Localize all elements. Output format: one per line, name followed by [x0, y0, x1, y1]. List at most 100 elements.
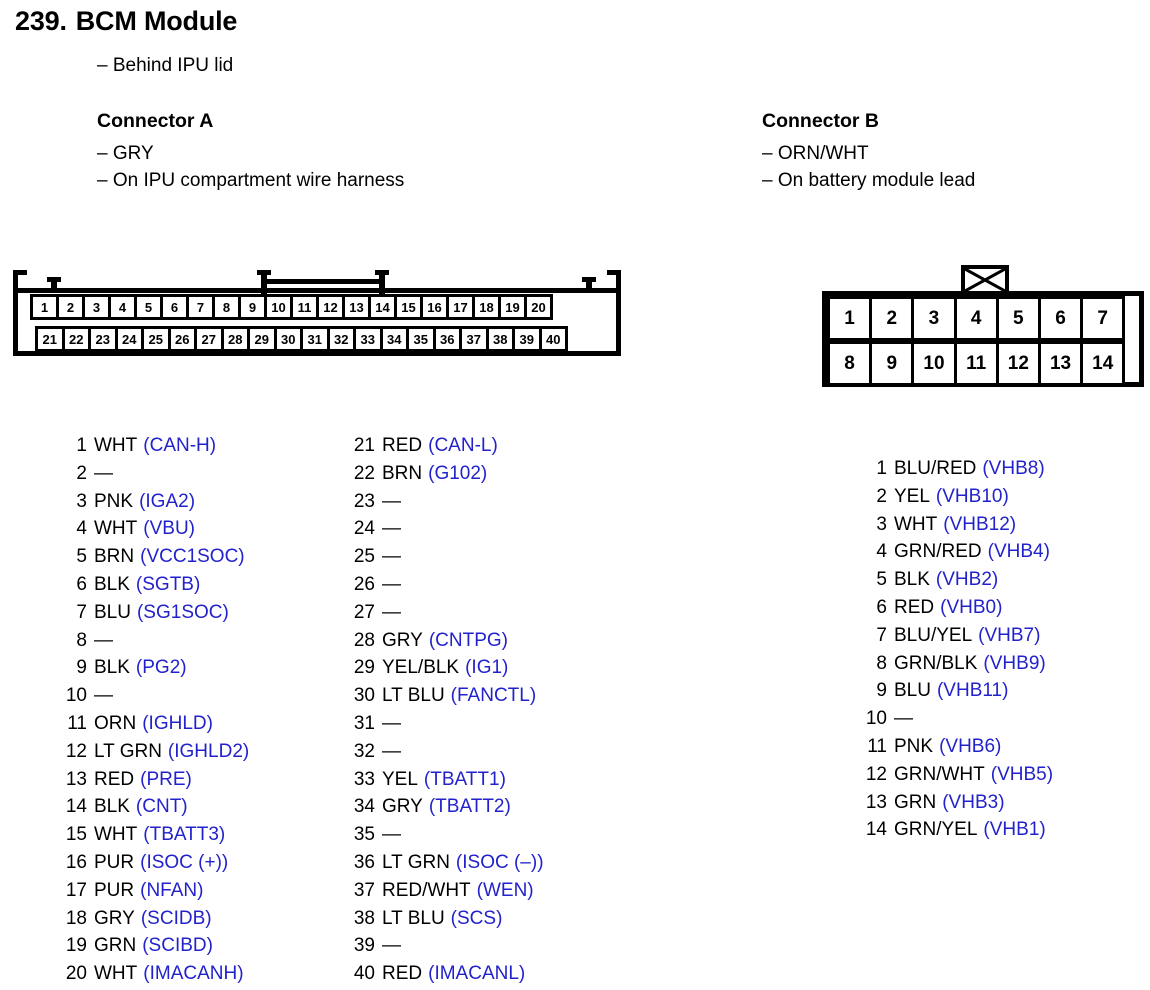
pin-number: 5 [876, 569, 887, 591]
pin-number: 38 [353, 907, 375, 929]
connector-a-right-tab-icon [586, 277, 592, 293]
pin-wire-color: BRN [382, 462, 423, 484]
pin-wire-color: RED [382, 963, 423, 985]
connector-b-pin-cell-8: 8 [827, 341, 873, 386]
pin-signal-name: (SCS) [450, 907, 503, 929]
pin-signal-name: (VBU) [143, 518, 195, 540]
pin-empty-dash: — [382, 935, 401, 957]
pin-empty-dash: — [94, 685, 113, 707]
pin-row-23: 23— [350, 488, 630, 516]
connector-a-pin-cell-29: 29 [247, 326, 277, 352]
connector-a-pin-cell-19: 19 [498, 294, 527, 320]
connector-a-pin-cell-30: 30 [273, 326, 303, 352]
pin-row-26: 26— [350, 571, 630, 599]
pin-number: 9 [76, 657, 87, 679]
connector-a-pin-cell-33: 33 [353, 326, 383, 352]
pin-wire-color: BLU [94, 601, 131, 623]
pin-row-9: 9 BLK(PG2) [62, 654, 342, 682]
connector-a-pin-cell-35: 35 [406, 326, 436, 352]
connector-a-pin-cell-39: 39 [512, 326, 542, 352]
pin-signal-name: (VHB5) [990, 763, 1054, 785]
pin-signal-name: (VHB11) [936, 680, 1009, 702]
pin-wire-color: YEL/BLK [382, 657, 460, 679]
pin-signal-name: (VHB12) [943, 513, 1017, 535]
pin-wire-color: YEL [382, 768, 418, 790]
pin-number: 6 [876, 596, 887, 618]
pin-signal-name: (PG2) [135, 657, 187, 679]
pin-wire-color: PNK [94, 490, 134, 512]
pin-wire-color: PNK [894, 735, 934, 757]
pin-wire-color: BLU/YEL [894, 624, 973, 646]
connector-a-pin-cell-3: 3 [82, 294, 111, 320]
pin-empty-dash: — [382, 712, 401, 734]
connector-b-pin-cell-7: 7 [1080, 296, 1126, 341]
pin-wire-color: GRN/RED [894, 541, 982, 563]
connector-a-left-wall-icon [13, 270, 18, 292]
pin-number: 10 [65, 685, 87, 707]
pin-wire-color: LT BLU [382, 907, 445, 929]
pin-number: 18 [65, 907, 87, 929]
connector-a-pin-cell-32: 32 [326, 326, 356, 352]
connector-b-pin-cell-11: 11 [953, 341, 999, 386]
pin-wire-color: RED [382, 435, 423, 456]
pin-number: 12 [65, 740, 87, 762]
pin-wire-color: GRY [382, 629, 423, 651]
pin-signal-name: (VHB7) [978, 624, 1041, 646]
pin-number: 19 [65, 935, 87, 957]
pin-wire-color: WHT [94, 824, 138, 846]
connector-a-pin-cell-22: 22 [61, 326, 91, 352]
pin-wire-color: GRY [94, 907, 135, 929]
connector-b-pin-cell-9: 9 [869, 341, 915, 386]
pin-wire-color: BLK [94, 657, 130, 679]
connector-a-pin-cell-24: 24 [114, 326, 144, 352]
connector-a-right-tab-cap-icon [582, 277, 596, 282]
pin-number: 29 [353, 657, 375, 679]
pin-empty-dash: — [94, 462, 113, 484]
pin-number: 9 [876, 680, 887, 702]
connector-a-latch-left-cap-icon [257, 270, 271, 275]
pin-empty-dash: — [382, 601, 401, 623]
pin-number: 2 [76, 462, 87, 484]
connector-a-pin-cell-7: 7 [186, 294, 215, 320]
pin-wire-color: ORN [94, 712, 137, 734]
pin-row-27: 27— [350, 599, 630, 627]
connector-b-bowtie-tab-icon [961, 265, 1009, 295]
pin-empty-dash: — [894, 708, 913, 730]
pin-wire-color: WHT [94, 963, 138, 985]
connector-a-pin-cell-13: 13 [342, 294, 371, 320]
connector-a-pin-cell-20: 20 [524, 294, 553, 320]
pin-number: 13 [865, 791, 887, 813]
pin-number: 14 [865, 819, 887, 841]
connector-a-pin-cell-6: 6 [160, 294, 189, 320]
connector-a-pin-cell-11: 11 [290, 294, 319, 320]
pin-wire-color: LT GRN [94, 740, 162, 762]
connector-b-pin-cell-4: 4 [953, 296, 999, 341]
pin-wire-color: GRN [894, 791, 937, 813]
pin-signal-name: (ISOC (–)) [455, 851, 544, 873]
connector-a-pin-cell-12: 12 [316, 294, 345, 320]
connector-a-pin-cell-18: 18 [472, 294, 501, 320]
pin-number: 8 [876, 652, 887, 674]
pin-wire-color: LT BLU [382, 685, 445, 707]
connector-a-right-wall-icon [616, 270, 621, 292]
connector-a-left-tab-cap-icon [47, 277, 61, 282]
pin-number: 31 [353, 712, 375, 734]
pin-number: 34 [353, 796, 375, 818]
